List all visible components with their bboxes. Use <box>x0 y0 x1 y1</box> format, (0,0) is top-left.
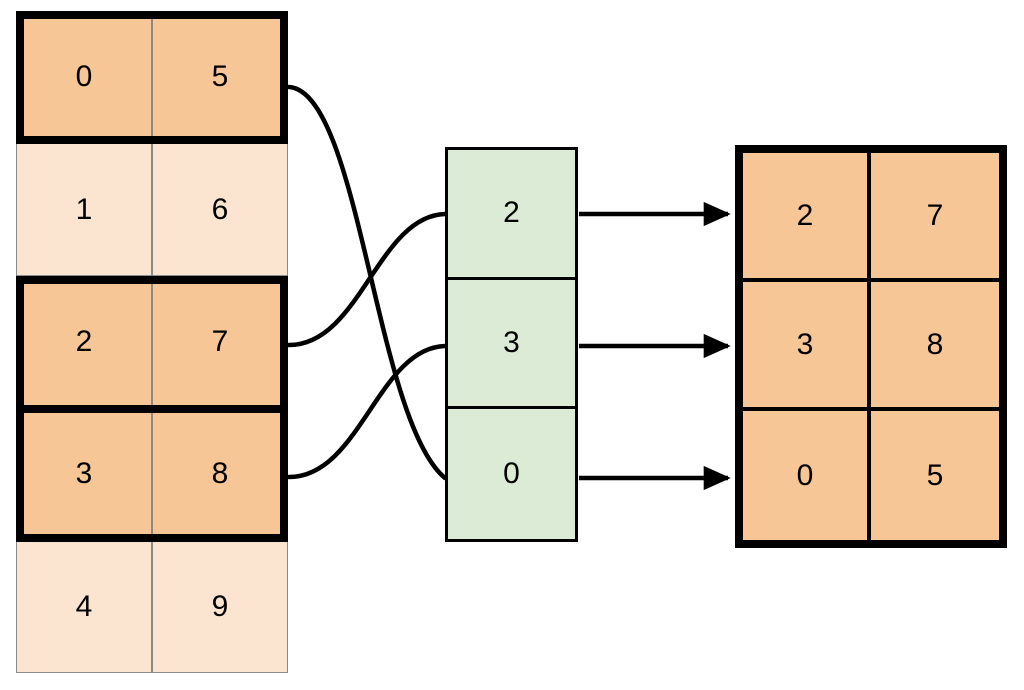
result-table: 2 7 3 8 0 5 <box>735 145 1007 548</box>
result-cell-r1-c0: 3 <box>743 282 871 411</box>
source-cell-r3-c1: 8 <box>152 408 288 541</box>
source-cell-r4-c1: 9 <box>152 540 288 673</box>
source-cell-r0-c0: 0 <box>16 11 152 144</box>
index-column: 2 3 0 <box>445 147 578 542</box>
index-cell-0: 2 <box>448 150 575 280</box>
source-cell-r4-c0: 4 <box>16 540 152 673</box>
source-cell-r2-c0: 2 <box>16 275 152 409</box>
source-rows23-divider <box>16 405 288 413</box>
source-table: 0 5 1 6 2 7 3 8 4 9 <box>16 11 288 673</box>
curve-source-row2-to-index-0 <box>286 211 448 348</box>
source-cell-r1-c1: 6 <box>152 143 288 276</box>
result-cell-r2-c0: 0 <box>743 411 871 540</box>
index-cell-2: 0 <box>448 409 575 539</box>
source-cell-r2-c1: 7 <box>152 275 288 409</box>
curve-source-row3-to-index-1 <box>286 343 448 480</box>
source-cell-r0-c1: 5 <box>152 11 288 144</box>
curve-source-row0-to-index-2 <box>286 84 448 481</box>
source-cell-r1-c0: 1 <box>16 143 152 276</box>
result-cell-r0-c1: 7 <box>871 153 999 282</box>
source-cell-r3-c0: 3 <box>16 408 152 541</box>
index-cell-1: 3 <box>448 279 575 410</box>
result-cell-r1-c1: 8 <box>871 282 999 411</box>
result-cell-r2-c1: 5 <box>871 411 999 540</box>
result-cell-r0-c0: 2 <box>743 153 871 282</box>
